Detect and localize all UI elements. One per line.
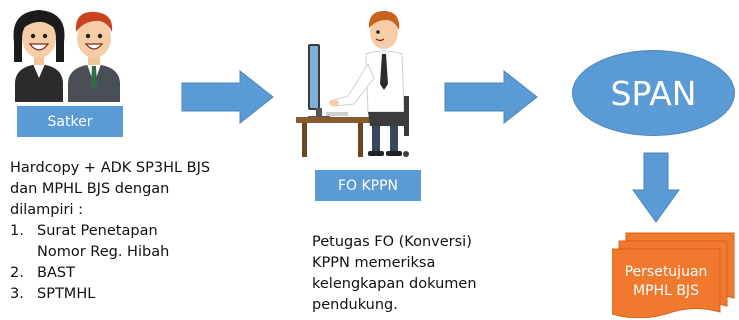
man-avatar-icon [68, 11, 120, 102]
satker-label: Satker [47, 113, 93, 130]
down-arrow-icon [632, 152, 680, 223]
approval-line: Persetujuan [624, 264, 708, 280]
right-arrow-icon [444, 70, 538, 124]
description-line: dan MPHL BJS dengan [10, 181, 170, 197]
fo-description: Petugas FO (Konversi) KPPN memeriksa kel… [312, 232, 477, 316]
document-stack-icon [612, 232, 735, 318]
description-line: Petugas FO (Konversi) [312, 234, 472, 250]
requirements-list: 1. Surat Penetapan Nomor Reg. Hibah 2. B… [10, 221, 210, 305]
description-line: kelengkapan dokumen [312, 276, 477, 292]
approval-line: MPHL BJS [633, 283, 699, 299]
span-label: SPAN [610, 73, 697, 113]
list-number: 2. [10, 265, 24, 281]
fo-kppn-label-box: FO KPPN [315, 170, 421, 201]
satker-description: Hardcopy + ADK SP3HL BJS dan MPHL BJS de… [10, 158, 210, 305]
description-line: dilampiri : [10, 202, 83, 218]
list-number: 3. [10, 286, 24, 302]
satker-label-box: Satker [17, 106, 123, 137]
list-item: 2. BAST [10, 263, 210, 284]
list-item: 3. SPTMHL [10, 284, 210, 305]
satker-people [13, 10, 120, 102]
description-line: Hardcopy + ADK SP3HL BJS [10, 160, 211, 176]
woman-avatar-icon [13, 10, 65, 102]
span-node: SPAN [572, 50, 735, 136]
right-arrow-icon [181, 70, 274, 124]
list-item-text: Surat Penetapan [37, 223, 158, 239]
list-item: 1. Surat Penetapan Nomor Reg. Hibah [10, 221, 210, 263]
list-item-text: BAST [37, 265, 75, 281]
description-line: pendukung. [312, 297, 398, 313]
list-item-text: Nomor Reg. Hibah [37, 244, 170, 260]
fo-kppn-label: FO KPPN [337, 177, 399, 194]
officer-at-computer-icon [296, 10, 409, 157]
approval-document-label: Persetujuan MPHL BJS [612, 263, 720, 301]
description-line: KPPN memeriksa [312, 255, 436, 271]
list-item-text: SPTMHL [37, 286, 96, 302]
list-number: 1. [10, 223, 24, 239]
